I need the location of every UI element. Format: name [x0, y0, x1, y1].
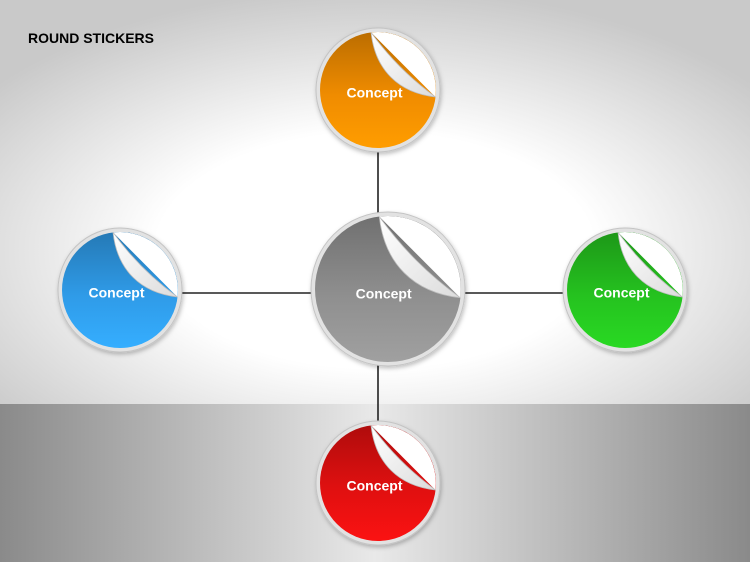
sticker-top-label: Concept [347, 85, 403, 101]
sticker-top-curl [370, 32, 436, 98]
sticker-right-label: Concept [594, 285, 650, 301]
sticker-bottom-curl [370, 425, 436, 491]
sticker-left: Concept [57, 227, 183, 353]
sticker-bottom-peel-back [371, 425, 436, 490]
sticker-center: Concept [310, 211, 466, 367]
sticker-right-curl [617, 232, 683, 298]
sticker-right: Concept [562, 227, 688, 353]
sticker-center-curl [378, 216, 461, 299]
sticker-left-peel-back [113, 232, 178, 297]
sticker-left-curl [112, 232, 178, 298]
sticker-bottom-label: Concept [347, 478, 403, 494]
sticker-left-label: Concept [89, 285, 145, 301]
sticker-right-peel-back [618, 232, 683, 297]
sticker-center-peel-back [379, 216, 461, 298]
sticker-top: Concept [315, 27, 441, 153]
sticker-center-label: Concept [356, 285, 412, 301]
sticker-bottom: Concept [315, 420, 441, 546]
page-title: ROUND STICKERS [28, 30, 155, 46]
sticker-top-peel-back [371, 32, 436, 97]
